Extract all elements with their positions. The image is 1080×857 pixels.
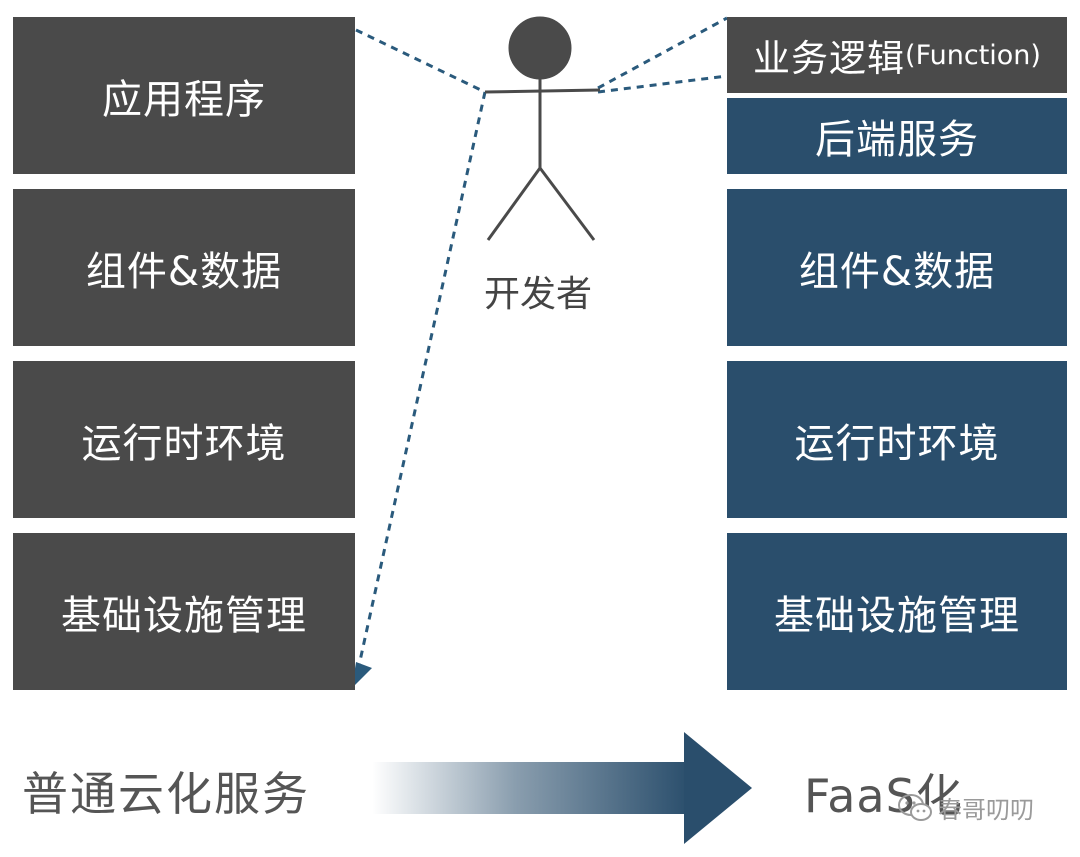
traditional-cloud-label: 普通云化服务 bbox=[22, 767, 310, 821]
business-logic-function-label: (Function) bbox=[905, 39, 1041, 71]
dashed-connectors bbox=[355, 16, 728, 671]
right-layer-runtime: 运行时环境 bbox=[727, 361, 1067, 518]
left-layer-runtime: 运行时环境 bbox=[13, 361, 355, 518]
left-layer-infrastructure: 基础设施管理 bbox=[13, 533, 355, 690]
developer-label: 开发者 bbox=[483, 274, 592, 315]
faas-label: FaaS化 bbox=[804, 769, 963, 823]
developer-head bbox=[508, 16, 572, 80]
right-layer-components-data: 组件&数据 bbox=[727, 189, 1067, 346]
connector-function-bottom bbox=[597, 74, 728, 94]
wechat-icon bbox=[898, 793, 932, 821]
watermark-text: 春哥叨叨 bbox=[938, 796, 1034, 824]
right-layer-backend-service: 后端服务 bbox=[727, 98, 1067, 174]
developer-figure-icon bbox=[484, 16, 601, 241]
transition-arrow-icon bbox=[372, 732, 752, 844]
connector-app-bottom bbox=[356, 91, 487, 671]
connector-function-top bbox=[597, 16, 728, 90]
connector-arrowhead-icon bbox=[352, 662, 372, 688]
left-layer-components-data: 组件&数据 bbox=[13, 189, 355, 346]
business-logic-label: 业务逻辑 bbox=[753, 37, 906, 80]
right-layer-business-logic: 业务逻辑(Function) bbox=[727, 17, 1067, 93]
right-layer-infrastructure: 基础设施管理 bbox=[727, 533, 1067, 690]
watermark: 春哥叨叨 bbox=[898, 790, 1034, 825]
connector-app-top bbox=[355, 28, 486, 94]
left-layer-application: 应用程序 bbox=[13, 17, 355, 174]
